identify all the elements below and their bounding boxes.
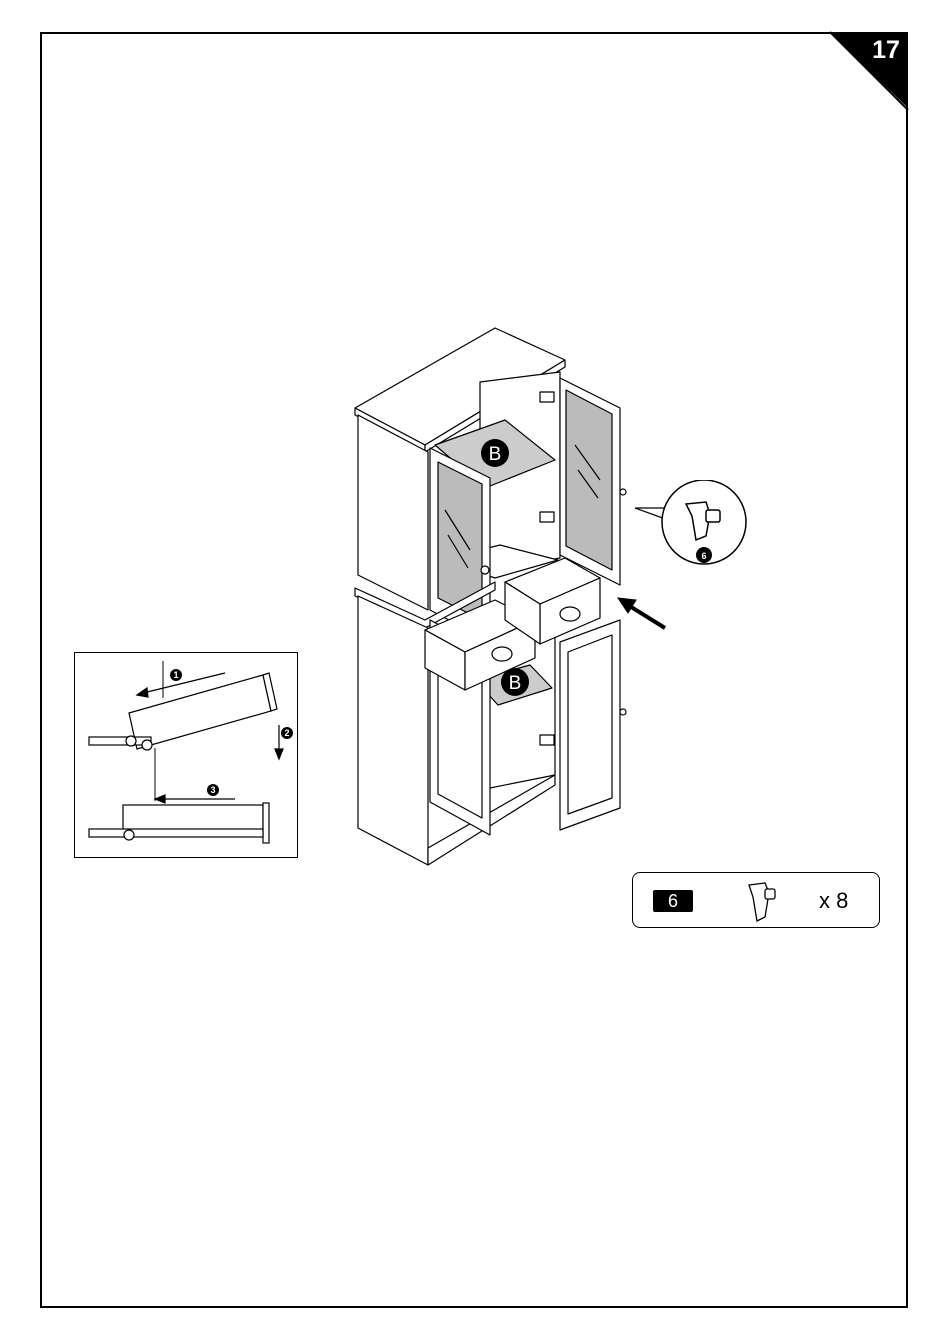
drawer-inset-diagram: 1 2 3 [74, 652, 298, 858]
inset-step-3: 3 [210, 785, 215, 795]
part-quantity: x 8 [819, 888, 848, 914]
inset-step-2: 2 [284, 728, 289, 738]
inset-step-1: 1 [173, 670, 178, 680]
corner-tab [0, 0, 950, 120]
cabinet-illustration: B B [330, 320, 690, 880]
step-number: 17 [866, 36, 906, 65]
shelf-label-top: B [489, 444, 502, 465]
shelf-label-bottom: B [509, 673, 522, 694]
zoom-part-ref: 6 [701, 551, 706, 561]
hinge-zoom-callout: 6 [620, 480, 760, 580]
parts-list: 6 x 8 [632, 872, 880, 928]
hinge-clip-icon [741, 879, 781, 923]
part-number-badge: 6 [653, 890, 693, 912]
